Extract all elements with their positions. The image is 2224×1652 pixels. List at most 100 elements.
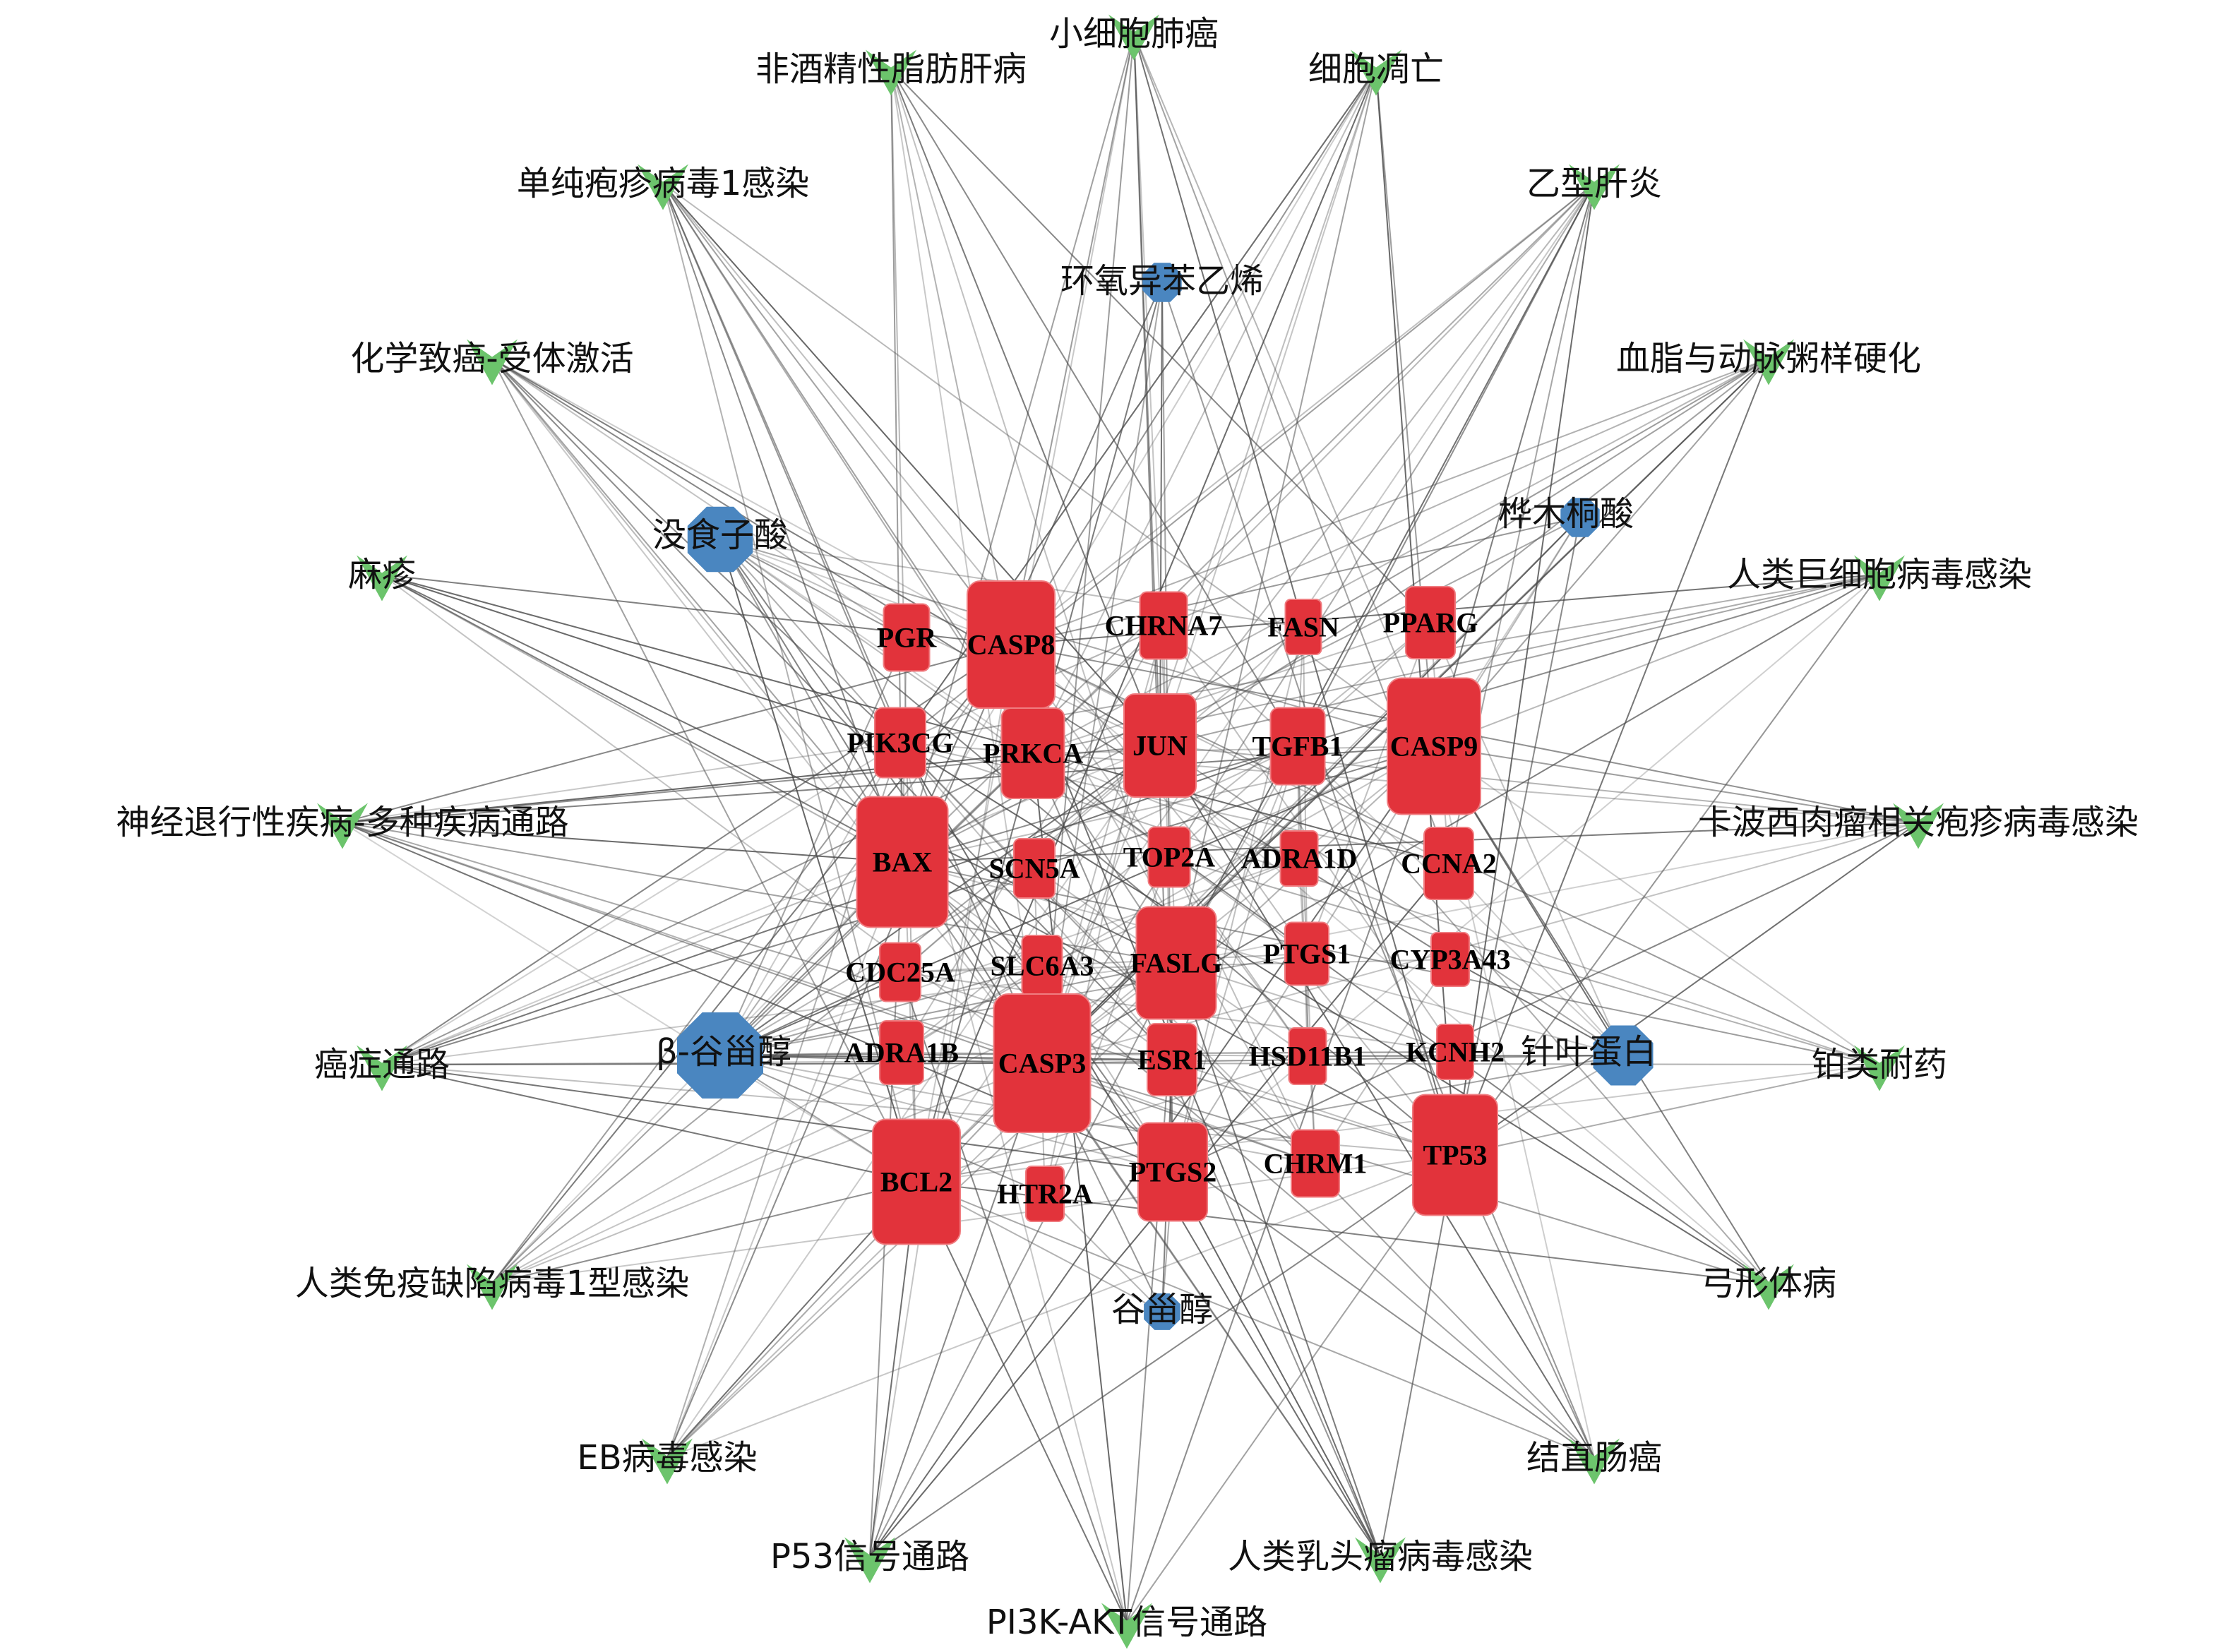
pathway-node-icon[interactable] bbox=[1108, 14, 1159, 61]
target-label: CASP9 bbox=[1390, 731, 1478, 762]
edge-pathway-3-faslg bbox=[662, 183, 1177, 964]
target-node-scn5a[interactable] bbox=[1013, 838, 1056, 899]
target-node-tgfb1[interactable] bbox=[1269, 707, 1326, 786]
target-node-esr1[interactable] bbox=[1147, 1023, 1197, 1096]
target-node-top2a[interactable] bbox=[1147, 826, 1191, 888]
edge-pathway-3-jun bbox=[662, 183, 1161, 746]
target-node-jun[interactable] bbox=[1123, 693, 1197, 798]
pathway-node-icon[interactable] bbox=[1854, 1045, 1905, 1091]
target-node-ptgs1[interactable] bbox=[1284, 921, 1329, 986]
target-label: CYP3A43 bbox=[1389, 944, 1510, 976]
edge-compound-3-esr1 bbox=[719, 1055, 1173, 1060]
target-label: FASN bbox=[1267, 611, 1339, 643]
edge-pathway-11-bax bbox=[381, 861, 903, 1065]
edge-pathway-3-bax bbox=[662, 183, 903, 863]
target-node-adra1b[interactable] bbox=[879, 1020, 924, 1085]
target-node-bax[interactable] bbox=[856, 796, 949, 928]
target-node-ccna2[interactable] bbox=[1423, 827, 1474, 900]
target-node-casp3[interactable] bbox=[993, 993, 1092, 1133]
edge-pathway-6-prkca bbox=[1032, 358, 1769, 754]
edge-pathway-3-tp53 bbox=[662, 183, 1456, 1156]
compound-node-icon[interactable] bbox=[1144, 1293, 1180, 1330]
pathway-node-icon[interactable] bbox=[317, 803, 368, 849]
pathway-node-icon[interactable] bbox=[357, 1045, 407, 1091]
edge-pathway-2-bax bbox=[902, 68, 1377, 863]
target-node-cyp3a43[interactable] bbox=[1430, 932, 1470, 987]
target-node-chrm1[interactable] bbox=[1291, 1129, 1340, 1198]
pathway-label: 癌症通路 bbox=[314, 1045, 450, 1084]
pathway-node-icon[interactable] bbox=[1893, 803, 1944, 849]
compound-node-icon[interactable] bbox=[1560, 498, 1600, 537]
target-node-chrna7[interactable] bbox=[1139, 591, 1188, 660]
pathway-node-icon[interactable] bbox=[642, 1438, 693, 1485]
edge-compound-2-bax bbox=[902, 517, 1581, 863]
compound-label: 桦木桐酸 bbox=[1498, 494, 1634, 534]
edge-compound-4-casp3 bbox=[1041, 1055, 1624, 1064]
edge-pathway-3-bcl2 bbox=[662, 183, 917, 1183]
pathway-node-icon[interactable] bbox=[1569, 164, 1620, 210]
pathway-node-icon[interactable] bbox=[357, 555, 407, 601]
pathway-node-icon[interactable] bbox=[1569, 1438, 1620, 1485]
edge-target-hsd11b1-bcl2 bbox=[916, 1055, 1308, 1183]
edge-pathway-0-tp53 bbox=[1133, 33, 1456, 1156]
edge-pathway-12-top2a bbox=[1168, 856, 1880, 1065]
edge-pathway-9-bcl2 bbox=[342, 822, 917, 1183]
target-node-ptgs2[interactable] bbox=[1137, 1122, 1208, 1222]
pathway-label: 细胞凋亡 bbox=[1308, 49, 1444, 89]
pathway-node-icon[interactable] bbox=[467, 1264, 518, 1310]
compound-label: β-谷甾醇 bbox=[656, 1032, 791, 1072]
target-node-pparg[interactable] bbox=[1405, 586, 1456, 659]
pathway-label: 单纯疱疹病毒1感染 bbox=[517, 164, 810, 203]
edge-target-top2a-hsd11b1 bbox=[1168, 856, 1308, 1057]
target-node-htr2a[interactable] bbox=[1025, 1166, 1065, 1222]
compound-node-icon[interactable] bbox=[687, 506, 753, 573]
edge-target-casp9-casp3 bbox=[1041, 746, 1435, 1064]
edge-pathway-3-pik3cg bbox=[662, 183, 901, 743]
target-node-cdc25a[interactable] bbox=[879, 942, 921, 1002]
edge-pathway-12-tp53 bbox=[1454, 1064, 1880, 1156]
edge-compound-3-scn5a bbox=[719, 868, 1035, 1056]
edge-pathway-0-casp9 bbox=[1133, 33, 1435, 747]
compound-node-icon[interactable] bbox=[677, 1012, 763, 1099]
edge-pathway-15-tp53 bbox=[666, 1154, 1456, 1459]
target-node-casp9[interactable] bbox=[1387, 677, 1481, 815]
edge-target-cdc25a-ptgs1 bbox=[899, 953, 1308, 973]
pathway-node-icon[interactable] bbox=[1355, 1537, 1406, 1584]
edge-pathway-6-pparg bbox=[1430, 358, 1769, 623]
target-node-tp53[interactable] bbox=[1412, 1094, 1498, 1216]
edge-compound-0-jun bbox=[1159, 282, 1163, 746]
target-label: CHRNA7 bbox=[1105, 610, 1223, 642]
pathway-node-icon[interactable] bbox=[1743, 1264, 1794, 1310]
edge-pathway-13-pik3cg bbox=[491, 742, 901, 1284]
edge-pathway-16-casp3 bbox=[1041, 1063, 1595, 1459]
pathway-node-icon[interactable] bbox=[1101, 1603, 1152, 1649]
pathway-node-icon[interactable] bbox=[844, 1537, 895, 1584]
pathway-node-icon[interactable] bbox=[638, 164, 688, 210]
target-node-bcl2[interactable] bbox=[872, 1118, 961, 1245]
target-node-adra1d[interactable] bbox=[1279, 830, 1319, 887]
edge-compound-1-casp8 bbox=[719, 539, 1012, 645]
target-node-prkca[interactable] bbox=[1000, 707, 1065, 799]
target-label: FASLG bbox=[1130, 947, 1222, 979]
target-label: BCL2 bbox=[880, 1166, 952, 1198]
pathway-node-icon[interactable] bbox=[866, 49, 916, 96]
target-node-fasn[interactable] bbox=[1284, 599, 1322, 655]
edge-pathway-1-casp8 bbox=[890, 68, 1012, 645]
pathway-label: 结直肠癌 bbox=[1526, 1438, 1662, 1478]
pathway-node-icon[interactable] bbox=[1743, 339, 1794, 385]
target-node-hsd11b1[interactable] bbox=[1288, 1027, 1327, 1085]
edge-target-cyp3a43-chrm1 bbox=[1315, 959, 1451, 1164]
target-node-pgr[interactable] bbox=[883, 603, 931, 672]
edge-compound-1-pgr bbox=[719, 539, 907, 638]
pathway-node-icon[interactable] bbox=[1854, 555, 1905, 601]
edge-pathway-9-casp8 bbox=[342, 644, 1012, 823]
target-node-kcnh2[interactable] bbox=[1436, 1024, 1474, 1080]
target-node-faslg[interactable] bbox=[1135, 906, 1217, 1020]
pathway-node-icon[interactable] bbox=[467, 339, 518, 385]
compound-node-icon[interactable] bbox=[1593, 1025, 1654, 1086]
target-label: PGR bbox=[877, 622, 938, 654]
pathway-node-icon[interactable] bbox=[1351, 49, 1401, 96]
target-node-pik3cg[interactable] bbox=[874, 707, 926, 779]
compound-node-icon[interactable] bbox=[1142, 263, 1182, 302]
edge-pathway-10-casp9 bbox=[1433, 746, 1919, 823]
